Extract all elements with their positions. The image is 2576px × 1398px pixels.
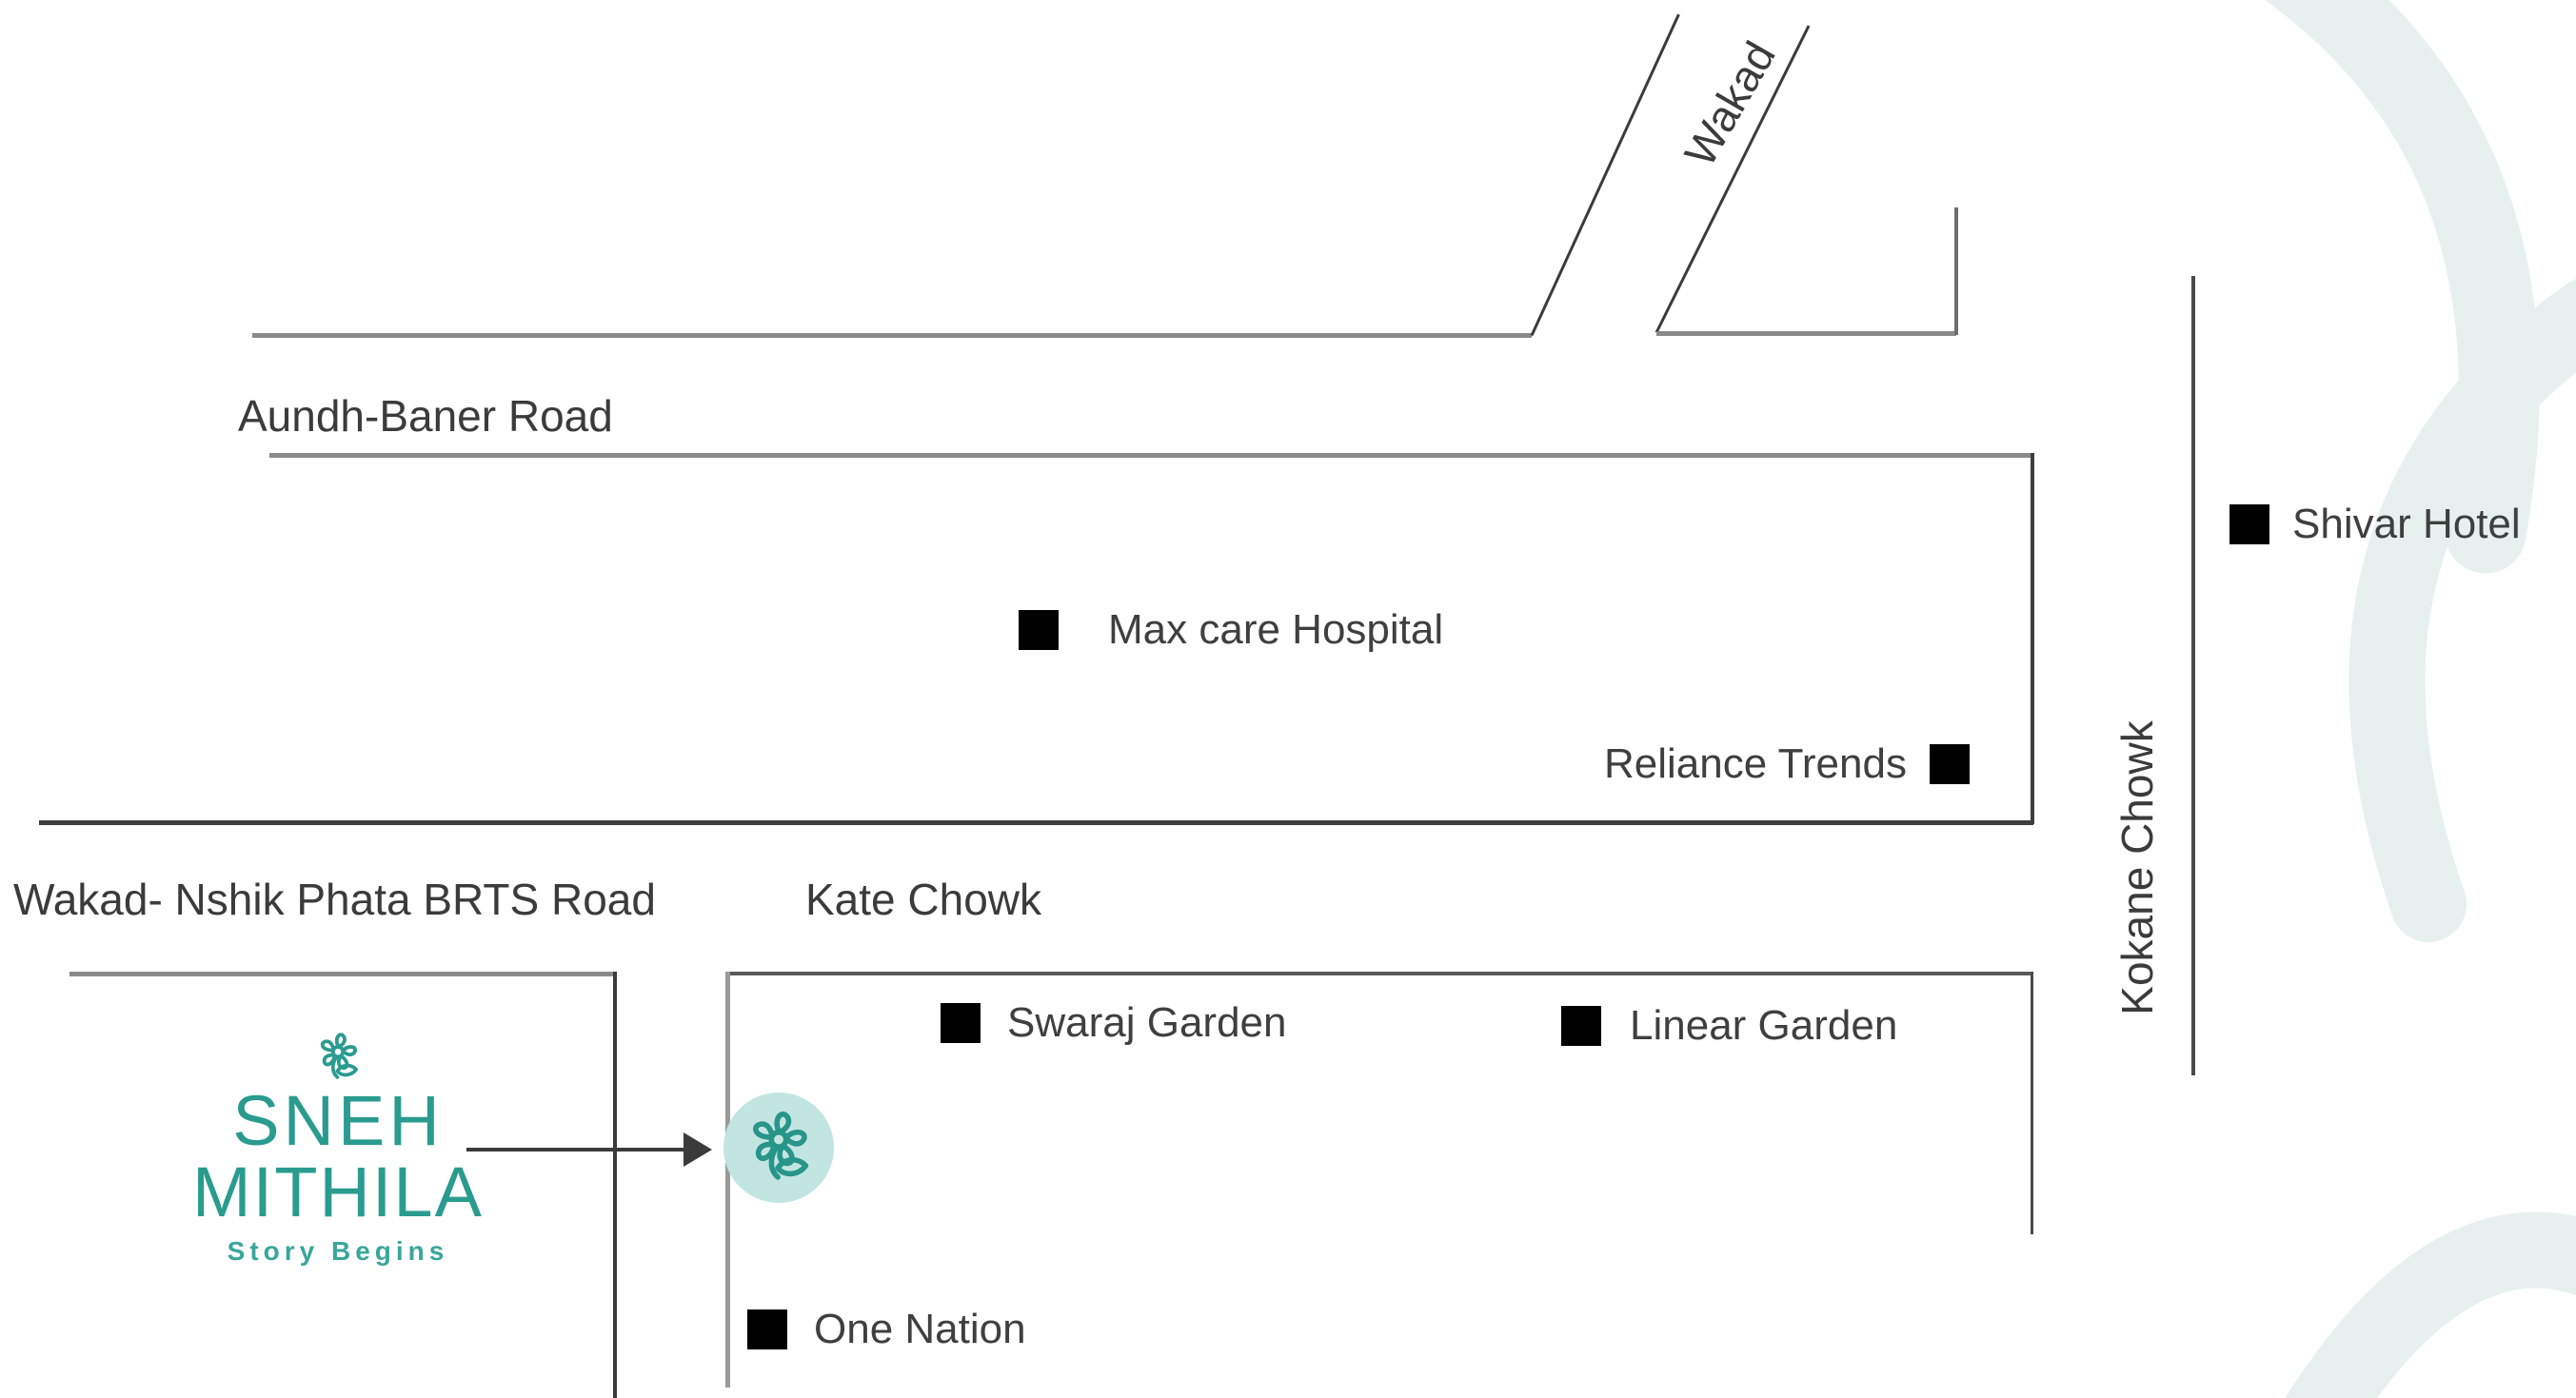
landmark-square-icon: [1929, 744, 1970, 784]
landmark-square-icon: [747, 1309, 787, 1349]
landmark-swaraj-garden: Swaraj Garden: [941, 999, 1286, 1047]
landmark-square-icon: [1561, 1006, 1601, 1046]
marker-flower-icon: [738, 1107, 820, 1189]
site-location-marker: [723, 1093, 834, 1203]
road-label-kokane-chowk: Kokane Chowk: [2112, 720, 2162, 1015]
landmark-max-care-hospital: Max care Hospital: [1019, 606, 1443, 654]
logo-name-line1: SNEH: [232, 1081, 444, 1160]
landmark-one-nation: One Nation: [747, 1306, 1026, 1353]
road-label-aundh-baner: Aundh-Baner Road: [238, 391, 613, 441]
logo-flower-icon: [310, 1030, 366, 1085]
road-line-left-block-right: [613, 972, 617, 1398]
landmark-label: Max care Hospital: [1108, 606, 1444, 653]
road-label-brts: Wakad- Nshik Phata BRTS Road: [13, 875, 656, 924]
road-line-brts: [39, 820, 2033, 825]
sneh-mithila-logo: SNEH MITHILA Story Begins: [152, 1030, 524, 1267]
landmark-label: Linear Garden: [1630, 1002, 1898, 1049]
road-line-kokane-chowk: [2191, 276, 2195, 1075]
brand-watermark-shape: [2264, 0, 2576, 1398]
logo-tagline: Story Begins: [227, 1235, 449, 1266]
direction-arrow-head-icon: [684, 1132, 712, 1167]
landmark-label: One Nation: [814, 1306, 1026, 1352]
logo-name-line2: MITHILA: [192, 1152, 484, 1232]
road-line-kate-block-left: [725, 972, 730, 1388]
landmark-linear-garden: Linear Garden: [1561, 1002, 1897, 1050]
landmark-square-icon: [1019, 610, 1059, 650]
landmark-label: Swaraj Garden: [1007, 999, 1287, 1046]
landmark-label: Reliance Trends: [1604, 740, 1907, 787]
landmark-label: Shivar Hotel: [2292, 501, 2521, 547]
road-line-kate-block-top: [729, 972, 2032, 975]
road-line-aundh-baner-north: [252, 333, 1532, 338]
road-line-top-spur-vertical: [1954, 207, 1958, 335]
landmark-reliance-trends: Reliance Trends: [1604, 740, 1970, 788]
road-line-block1-right: [2031, 453, 2034, 824]
direction-arrow-line: [466, 1148, 685, 1152]
road-line-top-spur-horizontal: [1656, 331, 1956, 336]
road-line-left-block-top: [69, 972, 615, 976]
road-line-kate-block-right: [2031, 972, 2033, 1234]
road-line-wakad-left: [1530, 13, 1680, 337]
road-label-kate-chowk: Kate Chowk: [805, 875, 1042, 924]
landmark-square-icon: [2229, 504, 2269, 544]
road-line-aundh-baner-south: [269, 453, 2033, 458]
landmark-square-icon: [941, 1003, 981, 1043]
landmark-shivar-hotel: Shivar Hotel: [2229, 501, 2521, 548]
